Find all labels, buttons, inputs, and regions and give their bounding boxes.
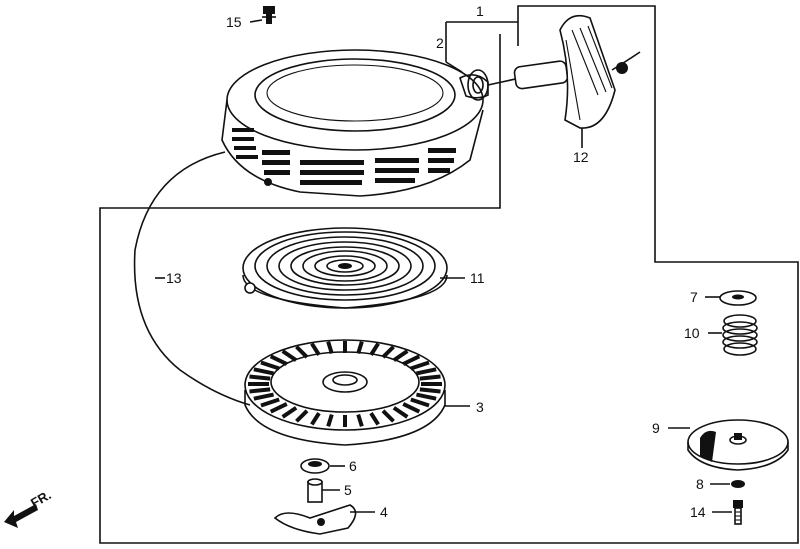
- front-direction-indicator: FR.: [4, 487, 54, 528]
- reel-rib: [392, 406, 409, 419]
- part-pin-5: [307, 478, 323, 503]
- part-friction-plate-9: [687, 419, 789, 471]
- reel-rib: [295, 345, 309, 359]
- reel-rib: [419, 387, 441, 394]
- arrow-left-icon: [4, 504, 38, 528]
- part-ratchet-4: [273, 504, 357, 535]
- reel-rib: [326, 341, 334, 355]
- callout-7: 7: [690, 289, 698, 305]
- part-recoil-spring-11: [242, 227, 448, 309]
- callout-3: 3: [476, 399, 484, 415]
- part-starter-reel-3: [244, 339, 446, 446]
- reel-rib: [419, 374, 441, 381]
- reel-rib: [392, 349, 409, 362]
- reel-rib: [260, 397, 280, 408]
- reel-rib: [281, 406, 298, 419]
- reel-rib: [381, 345, 395, 359]
- reel-rib: [416, 392, 437, 401]
- reel-rib: [410, 360, 430, 371]
- callout-10: 10: [684, 325, 700, 341]
- part-bushing-6: [300, 458, 330, 474]
- reel-rib: [253, 392, 274, 401]
- callout-14: 14: [690, 504, 706, 520]
- callout-15: 15: [226, 14, 242, 30]
- reel-rib: [260, 360, 280, 371]
- reel-rib: [249, 387, 271, 394]
- part-screw-14: [733, 500, 743, 525]
- part-friction-spring-10: [722, 314, 758, 356]
- leader-lines: [155, 19, 732, 513]
- reel-rib: [326, 413, 334, 427]
- case-vent-slots: [232, 128, 456, 185]
- assembly-frame: [99, 5, 799, 544]
- reel-rib: [249, 374, 271, 381]
- reel-rib: [295, 409, 309, 423]
- callout-13: 13: [166, 270, 182, 286]
- callout-11: 11: [470, 270, 485, 286]
- reel-rib: [356, 413, 364, 427]
- reel-rib: [269, 354, 288, 366]
- callout-2: 2: [436, 35, 444, 51]
- reel-rib: [253, 367, 274, 376]
- reel-rib: [416, 367, 437, 376]
- part-starter-case-2: [221, 49, 489, 197]
- part-bolt-15: [262, 6, 276, 24]
- reel-rib: [269, 402, 288, 414]
- reel-rib: [356, 341, 364, 355]
- reel-rib: [310, 342, 321, 356]
- callout-6: 6: [349, 458, 357, 474]
- reel-rib: [369, 412, 380, 426]
- part-starter-rope-13: [133, 151, 251, 406]
- reel-rib: [310, 412, 321, 426]
- reel-rib: [381, 409, 395, 423]
- reel-rib: [402, 354, 421, 366]
- reel-rib: [410, 397, 430, 408]
- part-washer-7: [719, 290, 757, 306]
- callout-12: 12: [573, 149, 589, 165]
- callout-5: 5: [344, 482, 352, 498]
- reel-rib: [369, 342, 380, 356]
- reel-rib-pattern: [248, 341, 442, 427]
- reel-rib: [281, 349, 298, 362]
- callout-9: 9: [652, 420, 660, 436]
- callout-8: 8: [696, 476, 704, 492]
- reel-rib: [402, 402, 421, 414]
- callout-1: 1: [476, 3, 484, 19]
- callout-4: 4: [380, 504, 388, 520]
- part-nut-8: [731, 480, 745, 488]
- part-starter-grip-12: [513, 14, 641, 129]
